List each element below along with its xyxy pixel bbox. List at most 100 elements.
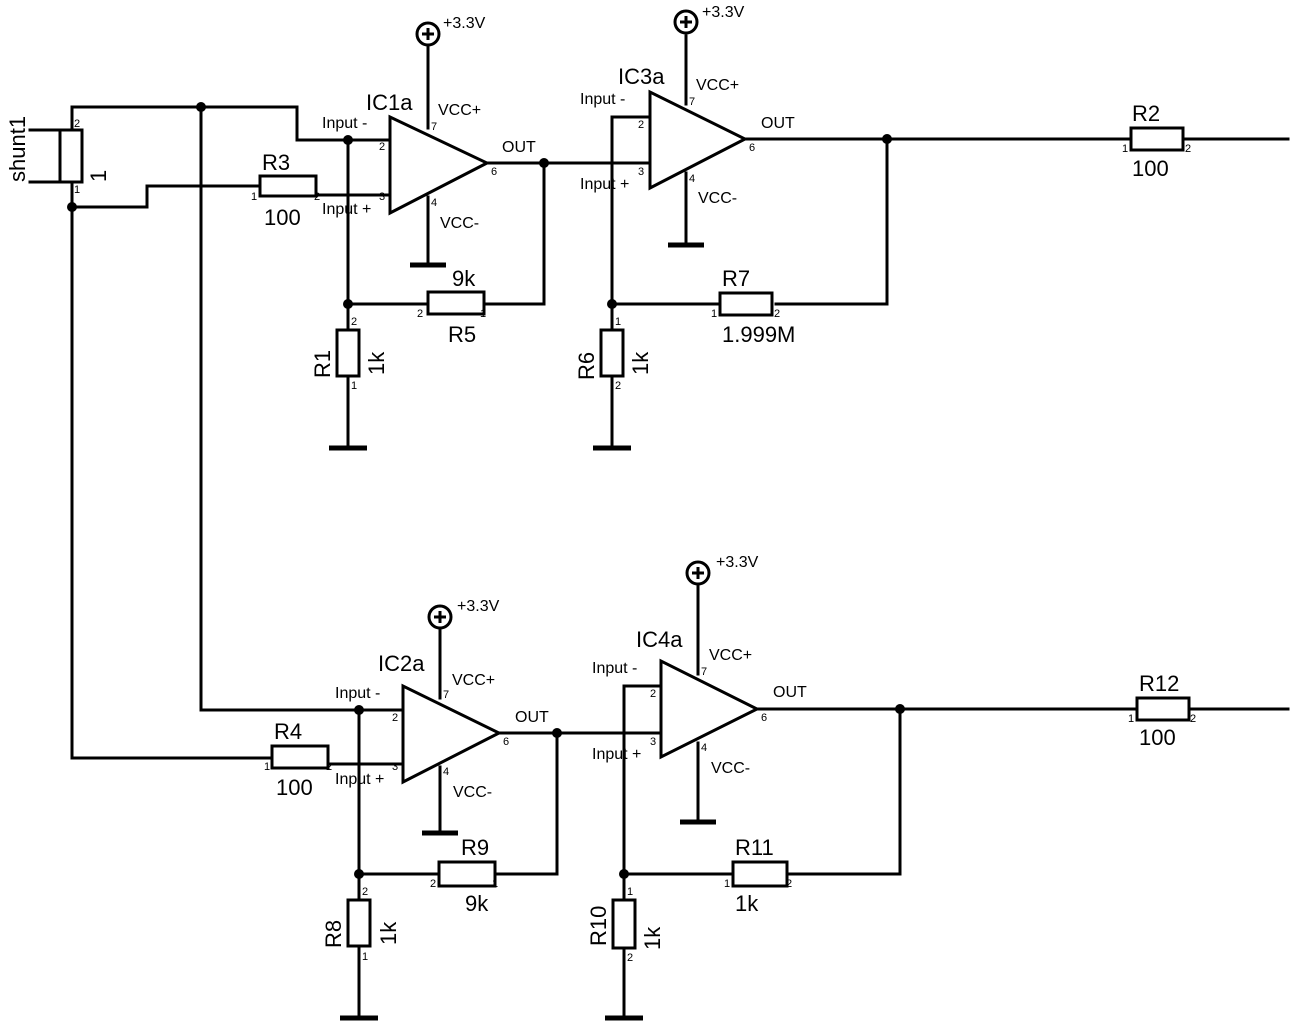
opamp-out-label: OUT (515, 709, 549, 726)
opamp-vcc-minus-label: VCC- (698, 190, 737, 207)
pin-number: 1 (264, 761, 270, 773)
opamp-vcc-plus-label: VCC+ (452, 672, 495, 689)
pin-number: 1 (1128, 713, 1134, 725)
resistor-value: 9k (452, 266, 476, 291)
pin-number: 2 (430, 878, 436, 890)
opamp-input-minus-label: Input - (592, 660, 637, 677)
pin-number: 2 (627, 952, 633, 964)
resistor-ref: R7 (722, 266, 750, 291)
opamp-input-minus-label: Input - (322, 115, 367, 132)
junction-dot (552, 728, 562, 738)
pin-number: 6 (503, 736, 509, 748)
pin-number: 1 (74, 184, 80, 196)
ground-symbols (329, 242, 716, 1021)
resistor-r10: R10 1k 1 2 (586, 886, 665, 964)
opamp-out-label: OUT (773, 684, 807, 701)
resistor-value: 100 (1139, 725, 1176, 750)
pin-number: 7 (443, 689, 449, 701)
opamp-ref: IC3a (618, 64, 665, 89)
pin-number: 2 (650, 688, 656, 700)
pin-number: 2 (74, 118, 80, 130)
resistor-ref: R6 (574, 352, 599, 380)
pin-number: 4 (431, 197, 437, 209)
resistor-value: 1k (628, 351, 653, 375)
pin-number: 1 (615, 316, 621, 328)
opamp-input-plus-label: Input + (592, 746, 641, 763)
opamp-input-plus-label: Input + (322, 201, 371, 218)
pin-number: 2 (615, 380, 621, 392)
opamp-input-plus-label: Input + (580, 176, 629, 193)
pin-number: 2 (774, 308, 780, 320)
resistor-r5: 9k R5 2 1 (417, 266, 486, 347)
resistor-ref: R9 (461, 835, 489, 860)
pin-number: 2 (392, 712, 398, 724)
wire-r11-right (787, 707, 902, 876)
pin-number: 7 (689, 96, 695, 108)
pin-number: 1 (724, 878, 730, 890)
power-symbol-ic2: +3.3V (427, 598, 500, 630)
wires (28, 34, 1290, 1020)
pin-number: 1 (492, 878, 498, 890)
pin-number: 2 (417, 308, 423, 320)
wire-r9-right (495, 731, 559, 876)
resistor-r4: R4 100 1 2 (264, 719, 332, 800)
resistor-r11: R11 1k 1 2 (724, 835, 792, 916)
pin-number: 3 (379, 191, 385, 203)
junction-dot (354, 705, 364, 715)
opamp-input-minus-label: Input - (335, 685, 380, 702)
junction-dot (343, 299, 353, 309)
power-label: +3.3V (457, 598, 500, 615)
pin-number: 3 (392, 761, 398, 773)
opamp-input-plus-label: Input + (335, 771, 384, 788)
opamp-out-label: OUT (761, 115, 795, 132)
junction-dot (67, 202, 77, 212)
power-label: +3.3V (443, 15, 486, 32)
pin-number: 2 (1190, 713, 1196, 725)
junction-dot (354, 869, 364, 879)
resistor-r6: R6 1k 1 2 (574, 316, 653, 392)
junction-dot (343, 135, 353, 145)
opamp-vcc-plus-label: VCC+ (709, 647, 752, 664)
power-symbols: +3.3V +3.3V +3.3V +3.3V (415, 4, 759, 630)
junction-dot (895, 704, 905, 714)
junction-dot (607, 299, 617, 309)
junction-dot (619, 869, 629, 879)
opamp-ic1: IC1a Input - Input + OUT VCC+ VCC- 2 3 6… (322, 90, 536, 232)
resistor-value: 1k (376, 921, 401, 945)
resistor-value: 100 (1132, 156, 1169, 181)
power-label: +3.3V (716, 554, 759, 571)
opamp-vcc-minus-label: VCC- (453, 784, 492, 801)
resistor-r9: R9 9k 2 1 (430, 835, 498, 916)
opamp-out-label: OUT (502, 139, 536, 156)
resistor-value: 1k (735, 891, 759, 916)
pin-number: 4 (701, 742, 707, 754)
opamp-ic4: IC4a Input - Input + OUT VCC+ VCC- 2 3 6… (592, 627, 807, 777)
opamp-ref: IC1a (366, 90, 413, 115)
junction-dots (67, 102, 905, 879)
pin-number: 1 (351, 380, 357, 392)
resistor-r7: R7 1.999M 1 2 (711, 266, 795, 347)
resistor-r1: R1 1k 2 1 (310, 316, 389, 392)
opamp-ic2: IC2a Input - Input + OUT VCC+ VCC- 2 3 6… (335, 651, 549, 801)
resistor-ref: R4 (274, 719, 302, 744)
opamp-vcc-plus-label: VCC+ (696, 77, 739, 94)
resistor-r12: R12 100 1 2 (1128, 671, 1196, 750)
junction-dot (882, 134, 892, 144)
shunt-ref: shunt1 (5, 116, 30, 182)
pin-number: 1 (251, 191, 257, 203)
opamp-ref: IC2a (378, 651, 425, 676)
wire-r5-right (484, 161, 546, 306)
pin-number: 1 (1122, 143, 1128, 155)
resistor-ref: R3 (262, 150, 290, 175)
resistor-value: 100 (264, 205, 301, 230)
opamp-ic3: IC3a Input - Input + OUT VCC+ VCC- 2 3 6… (580, 64, 795, 207)
pin-number: 1 (627, 886, 633, 898)
pin-number: 2 (326, 761, 332, 773)
pin-number: 4 (689, 173, 695, 185)
pin-number: 3 (638, 166, 644, 178)
resistor-ref: R11 (735, 835, 774, 860)
pin-number: 2 (362, 886, 368, 898)
power-symbol-ic1: +3.3V (415, 15, 486, 47)
pin-number: 2 (379, 141, 385, 153)
